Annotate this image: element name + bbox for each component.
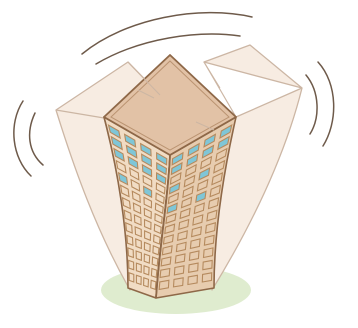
illustration-canvas: [0, 0, 358, 328]
swaying-building-illustration: [0, 0, 358, 328]
